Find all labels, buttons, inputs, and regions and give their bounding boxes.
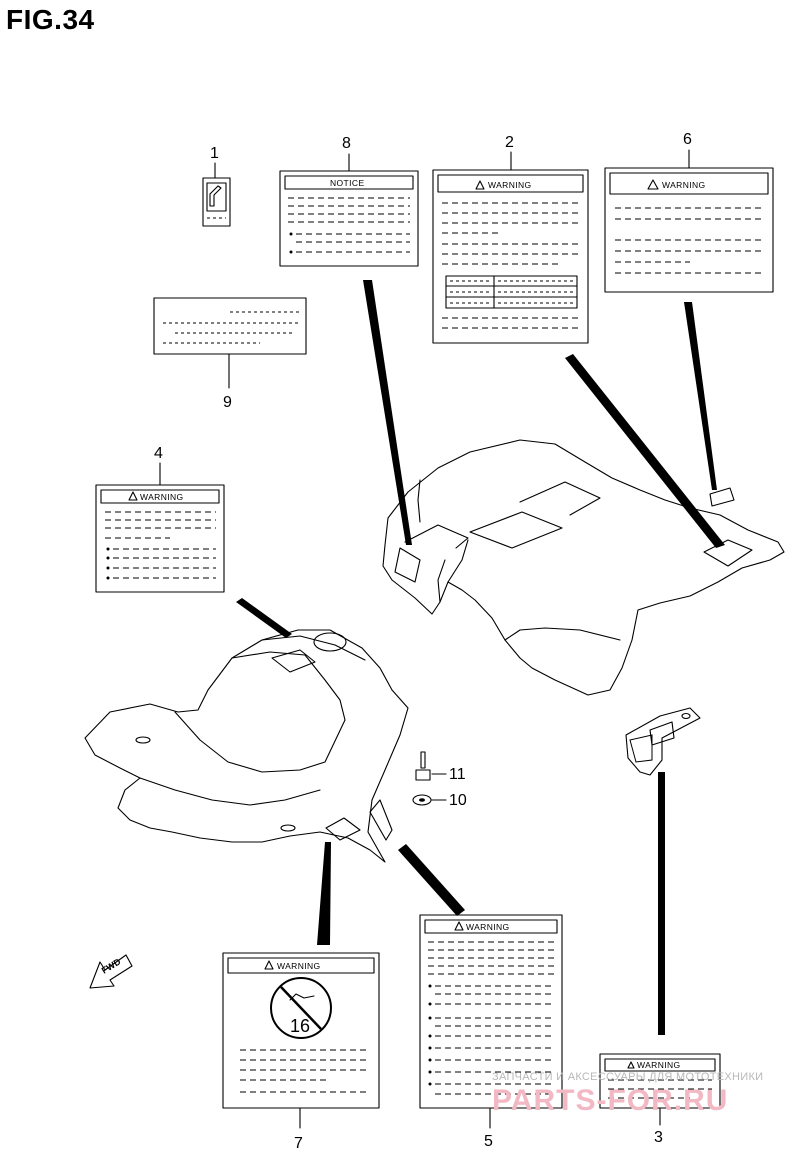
notice-heading: NOTICE: [330, 178, 365, 188]
forward-direction-arrow: FWD: [89, 954, 133, 989]
callout-1: 1: [210, 145, 219, 162]
part-1-small-label[interactable]: [202, 177, 231, 227]
leader-8: [363, 280, 412, 545]
label-6-heading: WARNING: [662, 180, 706, 190]
part-6-warning-label[interactable]: WARNING: [604, 167, 774, 293]
fwd-text: FWD: [100, 956, 123, 976]
leader-7: [317, 842, 331, 945]
callout-2: 2: [505, 134, 514, 151]
leader-5: [398, 844, 465, 916]
leader-2: [565, 354, 725, 548]
watermark-logo: PARTS-FOR.RU: [492, 1084, 728, 1117]
part-9-plain-label[interactable]: [153, 297, 307, 355]
label-2-heading: WARNING: [488, 180, 532, 190]
part-5-warning-label[interactable]: WARNING: [419, 914, 563, 1109]
part-2-warning-label[interactable]: WARNING: [432, 169, 589, 344]
callout-4: 4: [154, 445, 163, 462]
figure-title: FIG.34: [6, 4, 95, 35]
callout-11: 11: [449, 766, 466, 783]
callout-10: 10: [449, 792, 467, 809]
label-5-heading: WARNING: [466, 922, 510, 932]
callout-8: 8: [342, 135, 351, 152]
watermark: ЗАПЧАСТИ И АКСЕССУАРЫ ДЛЯ МОТОТЕХНИКИ PA…: [492, 1071, 763, 1117]
age-number: 16: [290, 1016, 310, 1036]
callout-3: 3: [654, 1129, 663, 1146]
leader-4: [236, 598, 292, 638]
leader-6: [684, 302, 717, 490]
label-7-heading: WARNING: [277, 961, 321, 971]
watermark-tagline: ЗАПЧАСТИ И АКСЕССУАРЫ ДЛЯ МОТОТЕХНИКИ: [492, 1071, 763, 1083]
part-11-bolt[interactable]: [415, 751, 431, 781]
callout-6: 6: [683, 131, 692, 148]
label-3-heading: WARNING: [637, 1060, 681, 1070]
callout-9: 9: [223, 394, 232, 411]
part-4-warning-label[interactable]: WARNING: [95, 484, 225, 593]
age-restriction-icon: 16: [270, 977, 332, 1039]
leader-3: [658, 772, 665, 1035]
part-7-warning-label[interactable]: WARNING 16: [222, 952, 380, 1109]
front-fender: [84, 629, 409, 863]
callout-5: 5: [484, 1133, 493, 1150]
part-10-washer[interactable]: [412, 794, 432, 806]
label-4-heading: WARNING: [140, 492, 184, 502]
rear-fender: [382, 439, 785, 696]
part-3-mounting-bracket: [625, 707, 701, 776]
callout-7: 7: [294, 1135, 303, 1152]
part-8-notice-label[interactable]: NOTICE: [279, 170, 419, 267]
